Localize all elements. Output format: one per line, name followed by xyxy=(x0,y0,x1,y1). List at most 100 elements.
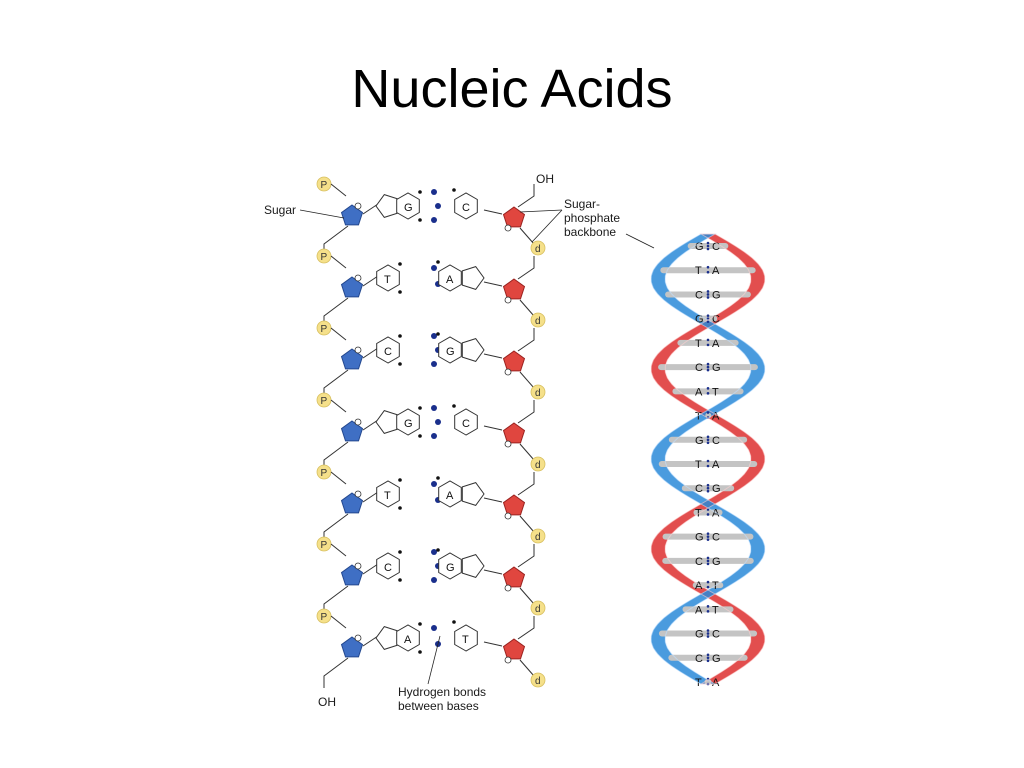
backbone-link-left xyxy=(323,657,349,688)
hydrogen-bond-dot xyxy=(431,361,437,367)
pair-hbond-dot xyxy=(706,343,710,347)
base-ring-six xyxy=(454,624,478,652)
pair-hbond-dot xyxy=(706,605,710,608)
backbone-bond-right xyxy=(519,443,535,461)
phosphate-letter: P xyxy=(321,612,328,623)
pair-hbond-dot xyxy=(706,629,710,632)
base-ring-five xyxy=(461,338,485,362)
oh-top-label: OH xyxy=(536,172,554,186)
hydrogen-bond-dot xyxy=(431,549,437,555)
pair-hbond-dot xyxy=(706,486,710,490)
pair-right-letter: A xyxy=(712,507,720,519)
pair-left-letter: C xyxy=(695,483,703,495)
base-pair-rung xyxy=(693,509,723,516)
pair-right-letter: T xyxy=(712,580,719,592)
phosphate-right xyxy=(530,672,546,688)
phosphate-right-letter: d xyxy=(535,532,541,543)
ring-oxygen-right xyxy=(504,656,512,664)
pair-right-letter: A xyxy=(712,338,720,350)
hydrogen-bond-dot xyxy=(431,481,437,487)
phosphate-letter: P xyxy=(321,540,328,551)
backbone-bond-left xyxy=(330,255,347,269)
glycosidic-bond-left xyxy=(362,347,379,359)
pair-right-letter: G xyxy=(712,362,721,374)
phosphate-right-letter: d xyxy=(535,244,541,255)
base-ring-five xyxy=(375,410,399,434)
glycosidic-bond-left xyxy=(362,203,379,215)
backbone-link-right xyxy=(517,184,535,208)
pair-right-letter: C xyxy=(712,435,720,447)
base-letter-right: G xyxy=(446,346,455,358)
pair-left-letter: C xyxy=(695,289,703,301)
phosphate-right xyxy=(530,456,546,472)
backbone-link-right xyxy=(517,472,535,496)
base-pair-rung xyxy=(672,388,744,395)
pair-hbond-dot xyxy=(706,632,710,635)
backbone-bond-left xyxy=(330,471,347,485)
phosphate-right xyxy=(530,240,546,256)
sugar-right xyxy=(502,494,526,516)
sugar-right xyxy=(502,350,526,372)
hbonds-leader-line xyxy=(427,635,441,685)
hydrogen-bond-dot xyxy=(431,625,437,631)
pair-hbond-dot xyxy=(706,438,710,442)
pair-right-letter: A xyxy=(712,459,720,471)
ring-oxygen-left xyxy=(354,346,362,354)
phosphate-letter: P xyxy=(321,252,328,263)
backbone-bond-left xyxy=(330,543,347,557)
base-atom xyxy=(418,406,422,410)
sugar-left xyxy=(340,204,364,226)
phosphate-letter: P xyxy=(321,180,328,191)
base-letter-right: A xyxy=(446,490,454,502)
pair-hbond-dot xyxy=(706,411,710,414)
backbone-label-line3: backbone xyxy=(564,225,616,239)
pair-left-letter: T xyxy=(695,265,702,277)
pair-hbond-dot xyxy=(706,656,710,660)
phosphate-right-letter: d xyxy=(535,316,541,327)
pair-right-letter: T xyxy=(712,386,719,398)
backbone-link-right xyxy=(517,328,535,352)
base-ring-six xyxy=(396,192,420,220)
pair-right-letter: G xyxy=(712,483,721,495)
hydrogen-bond-dot xyxy=(431,577,437,583)
pair-hbond-dot xyxy=(706,338,710,342)
pair-hbond-dot xyxy=(706,320,710,323)
pair-hbond-dot xyxy=(706,392,710,395)
base-ring-six xyxy=(454,408,478,436)
phosphate-letter: P xyxy=(321,396,328,407)
hbonds-label-line1: Hydrogen bonds xyxy=(398,685,486,699)
glycosidic-bond-left xyxy=(362,419,379,431)
pair-hbond-dot xyxy=(706,535,710,538)
pair-hbond-dot xyxy=(706,459,710,463)
pair-hbond-dot xyxy=(706,513,710,516)
base-atom xyxy=(398,362,402,366)
pair-left-letter: G xyxy=(695,435,704,447)
hydrogen-bond-dot xyxy=(435,203,441,209)
ring-oxygen-left xyxy=(354,562,362,570)
sugar-right xyxy=(502,566,526,588)
pair-right-letter: G xyxy=(712,289,721,301)
base-pair-rung xyxy=(682,606,734,613)
base-atom xyxy=(452,620,456,624)
base-atom xyxy=(436,332,440,336)
base-pair-rung xyxy=(692,582,724,589)
base-ring-five xyxy=(461,266,485,290)
ring-oxygen-left xyxy=(354,418,362,426)
backbone-bond-left xyxy=(330,615,347,629)
pair-hbond-dot xyxy=(706,365,710,369)
base-ring-six xyxy=(376,552,400,580)
pair-hbond-dot xyxy=(706,580,710,584)
